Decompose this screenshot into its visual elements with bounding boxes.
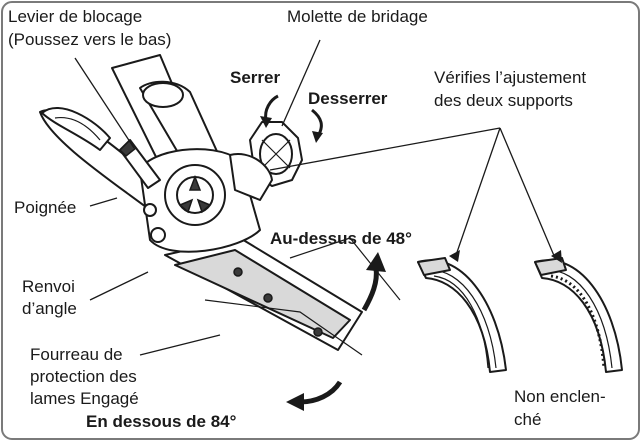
loosen-arrowhead (312, 131, 323, 143)
label-above-angle: Au-dessus de 48° (270, 229, 412, 248)
tighten-arrowhead (260, 116, 272, 128)
angle-arm (229, 153, 273, 201)
label-below-angle: En dessous de 84° (86, 412, 237, 431)
down-angle-arrow (299, 380, 343, 405)
support-engaged-detail (417, 257, 507, 373)
trimmer-illustration (39, 54, 401, 356)
clamp-knob-ridge (261, 139, 291, 169)
mount-bolt-3 (313, 327, 323, 337)
dial-notch-1 (188, 174, 202, 191)
arrowhead-engaged (449, 250, 460, 262)
label-loosen: Desserrer (308, 89, 388, 108)
up-angle-arrow (361, 267, 379, 312)
label-check-supports-2: des deux supports (434, 91, 573, 110)
dial-notch-3 (196, 198, 212, 214)
gearbox-bolt-2 (143, 203, 157, 217)
label-check-supports-1: Vérifies l’ajustement (434, 68, 586, 87)
label-not-engaged-1: Non enclen- (514, 387, 606, 406)
leader-knob (281, 39, 321, 127)
dial-notch-2 (178, 198, 194, 214)
label-not-engaged-2: ché (514, 410, 541, 429)
label-clamp-knob: Molette de bridage (287, 7, 428, 26)
label-handle: Poignée (14, 198, 76, 217)
gearbox-bolt-1 (150, 227, 166, 243)
support-not-engaged-detail (534, 257, 623, 373)
leader-handle (89, 197, 118, 207)
handle-slot (54, 116, 101, 141)
leader-check-2 (454, 127, 501, 259)
label-sheath-3: lames Engagé (30, 389, 139, 408)
label-sheath-2: protection des (30, 367, 137, 386)
up-angle-arrowhead (366, 252, 386, 272)
down-angle-arrowhead (286, 393, 304, 411)
support-not-engaged-cap (534, 257, 567, 276)
label-angle-gear-2: d’angle (22, 299, 77, 318)
leader-sheath (139, 334, 221, 356)
leader-check-1 (269, 127, 501, 171)
label-locking-lever-1: Levier de blocage (8, 7, 142, 26)
mount-bolt-2 (263, 293, 273, 303)
mount-bolt-1 (233, 267, 243, 277)
leader-lever (74, 57, 135, 149)
support-engaged-cap (417, 257, 451, 276)
label-tighten: Serrer (230, 68, 280, 87)
sheath-edge (204, 299, 363, 356)
leader-check-3 (499, 127, 556, 259)
leader-lines (74, 39, 556, 356)
sheath-edge-2 (289, 237, 401, 301)
handle-grip (41, 107, 111, 151)
arrowhead-not-engaged (551, 250, 562, 263)
label-sheath-1: Fourreau de (30, 345, 123, 364)
support-engaged-inner-2 (433, 275, 489, 369)
label-locking-lever-2: (Poussez vers le bas) (8, 30, 171, 49)
label-angle-gear-1: Renvoi (22, 277, 75, 296)
leader-gear (89, 271, 149, 301)
tube-end (142, 82, 184, 108)
support-not-engaged-teeth (550, 274, 606, 369)
rotation-arrows (260, 94, 386, 411)
